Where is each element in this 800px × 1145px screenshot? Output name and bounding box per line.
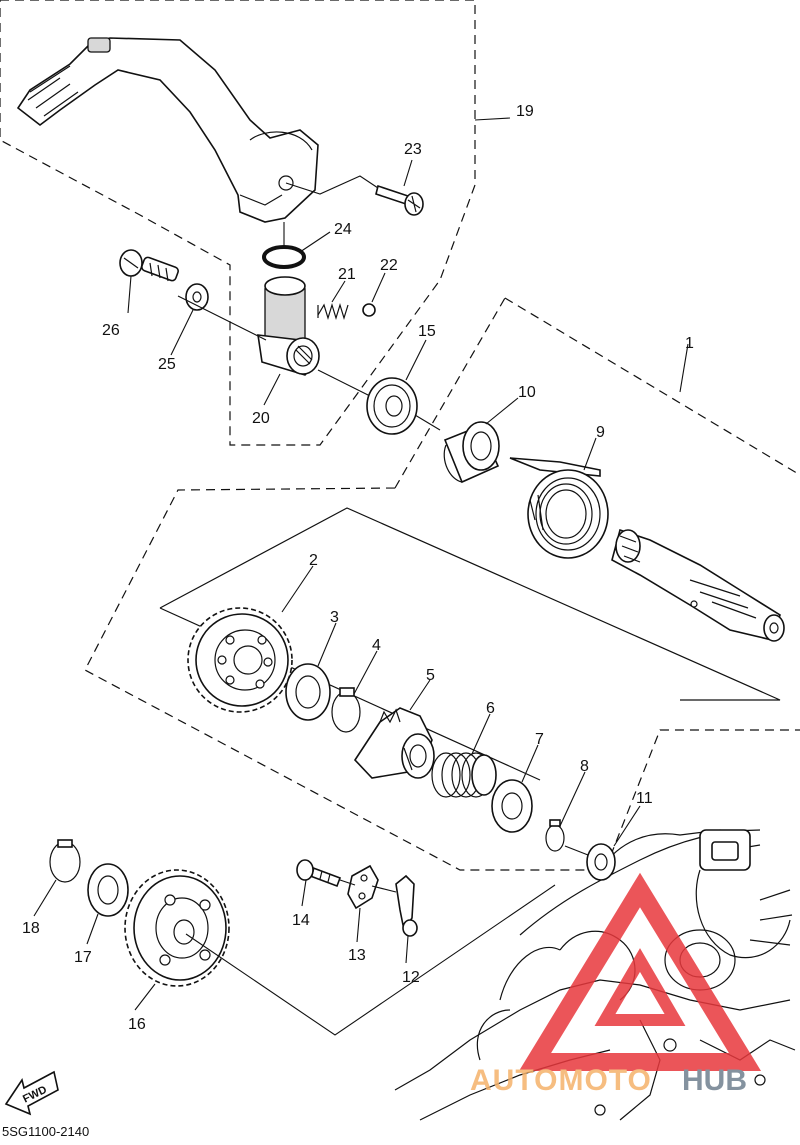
ratchet-wheel-5 [353, 707, 435, 779]
torsion-spring-9 [509, 457, 609, 559]
callout-18: 18 [22, 920, 40, 937]
callout-22: 22 [380, 257, 398, 274]
callout-23: 23 [404, 141, 422, 158]
washer-7 [491, 779, 533, 833]
idle-gear-16 [124, 869, 230, 987]
kick-boss-20 [257, 276, 320, 376]
callout-6: 6 [486, 700, 495, 717]
watermark-triangle [518, 872, 762, 1071]
kick-gear-2 [187, 607, 293, 713]
washer-25 [185, 283, 209, 311]
o-ring-24 [262, 245, 306, 269]
clip-12 [395, 874, 418, 937]
oil-seal-15 [366, 377, 418, 435]
callout-5: 5 [426, 667, 435, 684]
watermark-text-left: AUTOMOTO [470, 1064, 652, 1097]
bolt-14 [296, 859, 342, 888]
callout-8: 8 [580, 758, 589, 775]
collar-10 [443, 421, 500, 484]
callout-4: 4 [372, 637, 381, 654]
callout-25: 25 [158, 356, 176, 373]
group-1-boundary [84, 297, 800, 871]
callout-2: 2 [309, 552, 318, 569]
callout-13: 13 [348, 947, 366, 964]
callout-26: 26 [102, 322, 120, 339]
kick-lever [16, 37, 319, 223]
plate-13 [347, 864, 379, 910]
watermark-logo: AUTOMOTO HUB [470, 872, 762, 1097]
circlip-4 [331, 687, 361, 733]
callout-3: 3 [330, 609, 339, 626]
callout-21: 21 [338, 266, 356, 283]
kick-axle-1 [611, 528, 785, 642]
washer-11 [586, 843, 616, 881]
ball-22 [362, 303, 376, 317]
bolt-26 [119, 249, 179, 282]
drawing-code: 5SG1100-2140 [2, 1124, 89, 1139]
callout-9: 9 [596, 424, 605, 441]
circlip-8 [545, 819, 565, 852]
callout-20: 20 [252, 410, 270, 427]
callout-16: 16 [128, 1016, 146, 1033]
callout-11: 11 [636, 790, 653, 807]
callout-12: 12 [402, 969, 420, 986]
fwd-arrow-icon: FWD [4, 1070, 59, 1116]
washer-3 [285, 663, 331, 721]
callout-17: 17 [74, 949, 92, 966]
callout-14: 14 [292, 912, 310, 929]
callout-24: 24 [334, 221, 352, 238]
watermark-text-right: HUB [682, 1064, 747, 1097]
callout-7: 7 [535, 731, 544, 748]
circlip-18 [49, 839, 81, 883]
spring-21 [317, 302, 349, 321]
washer-17 [87, 863, 129, 917]
callout-10: 10 [518, 384, 536, 401]
spring-6 [431, 752, 497, 798]
group-2-assembly-line [159, 507, 781, 701]
callout-leaders [33, 117, 689, 1011]
callout-15: 15 [418, 323, 436, 340]
bolt-23 [375, 184, 424, 216]
callout-1: 1 [685, 335, 694, 352]
group-19-boundary [0, 0, 476, 446]
callout-labels: 1 2 3 4 5 6 7 8 9 10 11 12 13 14 15 16 1… [22, 103, 694, 1033]
callout-19: 19 [516, 103, 534, 120]
